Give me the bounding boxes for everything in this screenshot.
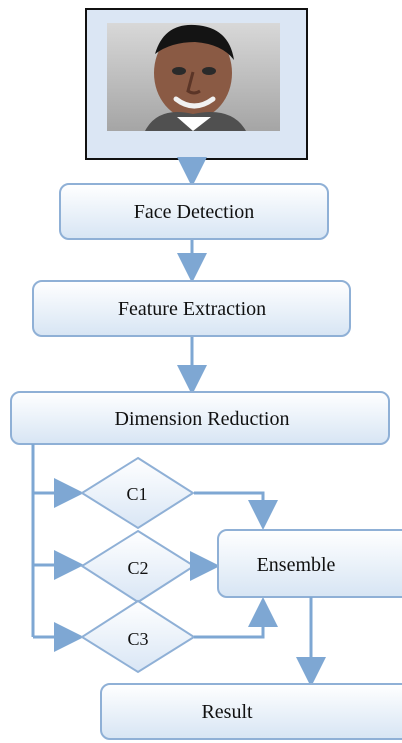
classifier-c2-label: C2: [127, 558, 148, 578]
dimension-reduction-label: Dimension Reduction: [115, 408, 290, 430]
photo-node: [85, 8, 308, 160]
classifier-c1-node: C1: [80, 456, 195, 530]
face-detection-label: Face Detection: [134, 201, 255, 223]
feature-extraction-label: Feature Extraction: [118, 298, 266, 320]
ensemble-node: Ensemble: [217, 529, 402, 598]
arrow-c3-to-ensemble: [194, 597, 278, 639]
classifier-c2-node: C2: [80, 529, 196, 604]
arrow-c1-to-ensemble: [194, 491, 278, 530]
classifier-c3-label: C3: [127, 629, 148, 649]
result-label: Result: [201, 701, 253, 723]
result-node: Result: [100, 683, 402, 740]
dimension-reduction-node: Dimension Reduction: [10, 391, 390, 445]
face-detection-node: Face Detection: [59, 183, 329, 240]
classifier-c1-label: C1: [126, 484, 147, 504]
classifier-c3-node: C3: [80, 599, 196, 674]
ensemble-label: Ensemble: [257, 554, 336, 576]
person-portrait-photo-icon: [107, 23, 280, 131]
feature-extraction-node: Feature Extraction: [32, 280, 351, 337]
